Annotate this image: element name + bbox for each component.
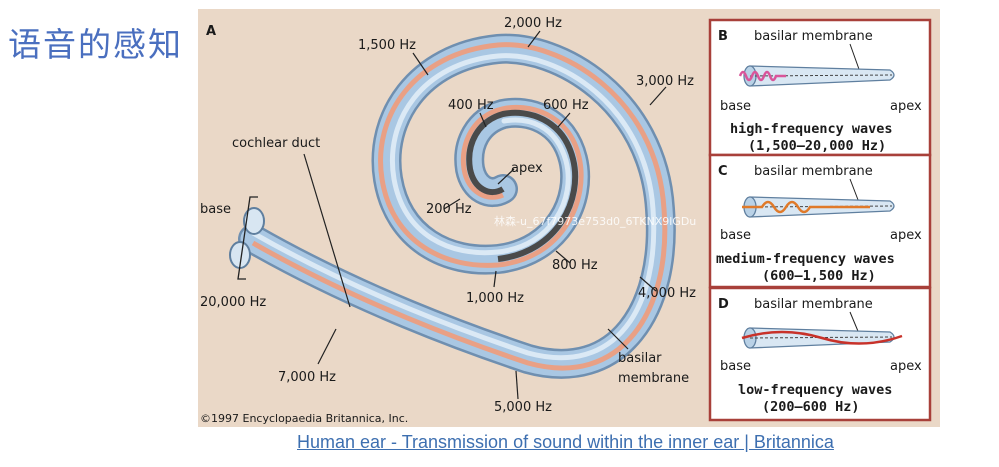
cochlear-duct-dark [466, 109, 579, 262]
label-basilar: basilar [618, 351, 662, 366]
label-200hz: 200 Hz [426, 202, 472, 217]
base-opening-upper [243, 207, 265, 235]
panel-d-membrane-label: basilar membrane [754, 297, 873, 312]
panel-b-wave [738, 70, 786, 82]
cochlea-spiral: A 2,000 Hz 1,500 Hz 3,000 Hz 400 Hz 600 … [200, 16, 696, 425]
label-400hz: 400 Hz [448, 98, 494, 113]
panel-b-membrane-tube [749, 65, 895, 87]
label-membrane: membrane [618, 371, 689, 386]
panel-d-range: (200–600 Hz) [762, 399, 860, 415]
panel-b-membrane-line [749, 74, 893, 77]
panel-b-membrane-label: basilar membrane [754, 29, 873, 44]
label-apex: apex [511, 161, 543, 176]
cochlea-illustration: A 2,000 Hz 1,500 Hz 3,000 Hz 400 Hz 600 … [200, 16, 932, 425]
label-1500hz: 1,500 Hz [358, 38, 416, 53]
panel-c: C basilar membrane base apex medium-freq… [708, 153, 932, 289]
leader-lines [303, 30, 667, 400]
panel-d-border [708, 286, 932, 422]
panel-d-base-label: base [720, 359, 751, 374]
panel-b-wave-title: high-frequency waves [730, 121, 893, 137]
label-600hz: 600 Hz [543, 98, 589, 113]
basilar-membrane-strip [251, 42, 668, 371]
label-cochlear-duct: cochlear duct [232, 136, 320, 151]
panel-c-apex-label: apex [890, 228, 922, 243]
panel-d-apex-label: apex [890, 359, 922, 374]
slide-title: 语音的感知 [8, 25, 183, 64]
panel-c-range: (600–1,500 Hz) [762, 268, 876, 284]
panel-b-apex-label: apex [890, 99, 922, 114]
label-base: base [200, 202, 231, 217]
spiral-tube-highlight [250, 53, 657, 361]
panel-d: D basilar membrane base apex low-frequen… [708, 286, 932, 422]
copyright-notice: ©1997 Encyclopaedia Britannica, Inc. [200, 412, 408, 425]
panel-b: B basilar membrane base apex high-freque… [708, 18, 932, 157]
label-5000hz: 5,000 Hz [494, 400, 552, 415]
label-3000hz: 3,000 Hz [636, 74, 694, 89]
panel-b-letter: B [718, 29, 728, 44]
panel-c-border [708, 153, 932, 289]
panel-d-wave [741, 330, 903, 345]
panel-c-wave [742, 200, 870, 214]
label-20000hz: 20,000 Hz [200, 295, 266, 310]
panel-b-base-label: base [720, 99, 751, 114]
panel-c-base-label: base [720, 228, 751, 243]
panel-b-membrane-leader [849, 43, 861, 73]
panel-c-letter: C [718, 164, 728, 179]
panel-d-letter: D [718, 297, 729, 312]
watermark-text: 林森-u_67f7973e753d0_6TKNX9lGDu [494, 214, 696, 228]
base-bracket [237, 196, 258, 280]
panel-c-wave-title: medium-frequency waves [716, 251, 895, 267]
panel-b-range: (1,500–20,000 Hz) [748, 138, 886, 154]
source-link[interactable]: Human ear - Transmission of sound within… [297, 432, 834, 452]
panel-c-membrane-label: basilar membrane [754, 164, 873, 179]
label-1000hz: 1,000 Hz [466, 291, 524, 306]
panel-a-letter: A [206, 24, 216, 39]
label-2000hz: 2,000 Hz [504, 16, 562, 31]
label-800hz: 800 Hz [552, 258, 598, 273]
cochlea-figure: A 2,000 Hz 1,500 Hz 3,000 Hz 400 Hz 600 … [198, 9, 940, 427]
label-7000hz: 7,000 Hz [278, 370, 336, 385]
panel-d-wave-title: low-frequency waves [738, 382, 892, 398]
label-4000hz: 4,000 Hz [638, 286, 696, 301]
